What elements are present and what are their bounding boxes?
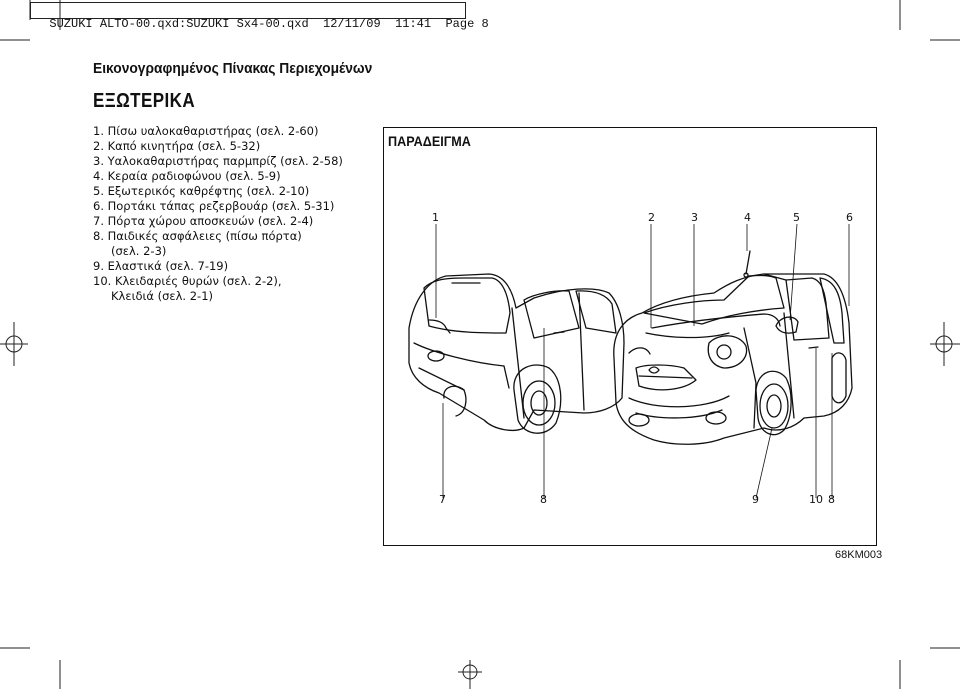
list-item: 8. Παιδικές ασφάλειες (πίσω πόρτα): [93, 229, 302, 243]
list-item: 5. Εξωτερικός καθρέφτης (σελ. 2-10): [93, 184, 310, 198]
list-item-continuation: Κλειδιά (σελ. 2-1): [111, 289, 213, 303]
page-heading: ΕΞΩΤΕΡΙΚΑ: [93, 90, 196, 112]
callout-label: 6: [846, 211, 853, 224]
callout-label: 8: [828, 493, 835, 506]
section-title: Εικονογραφημένος Πίνακας Περιεχομένων: [93, 60, 373, 77]
callout-label: 3: [691, 211, 698, 224]
illustration-panel: ΠΑΡΑΔΕΙΓΜΑ: [383, 127, 877, 546]
callout-label: 8: [540, 493, 547, 506]
callout-label: 9: [752, 493, 759, 506]
exterior-items-list: 1. Πίσω υαλοκαθαριστήρας (σελ. 2-60) 2. …: [93, 124, 343, 304]
callout-label: 1: [432, 211, 439, 224]
callout-label: 5: [793, 211, 800, 224]
list-item: 3. Υαλοκαθαριστήρας παρμπρίζ (σελ. 2-58): [93, 154, 343, 168]
list-item-continuation: (σελ. 2-3): [111, 244, 167, 258]
illustration-title: ΠΑΡΑΔΕΙΓΜΑ: [388, 133, 471, 149]
car-illustration: [408, 223, 853, 499]
list-item: 9. Ελαστικά (σελ. 7-19): [93, 259, 229, 273]
registration-mark-right: [930, 322, 960, 366]
list-item: 4. Κεραία ραδιοφώνου (σελ. 5-9): [93, 169, 281, 183]
registration-mark-left: [0, 322, 28, 366]
list-item: 1. Πίσω υαλοκαθαριστήρας (σελ. 2-60): [93, 124, 319, 138]
list-item: 2. Καπό κινητήρα (σελ. 5-32): [93, 139, 261, 153]
list-item: 10. Κλειδαριές θυρών (σελ. 2-2),: [93, 274, 282, 288]
list-item: 6. Πορτάκι τάπας ρεζερβουάρ (σελ. 5-31): [93, 199, 335, 213]
illustration-code: 68KM003: [835, 549, 883, 561]
callout-label: 10: [809, 493, 823, 506]
file-header: SUZUKI ALTO-00.qxd:SUZUKI Sx4-00.qxd 12/…: [30, 2, 489, 31]
callout-label: 4: [744, 211, 751, 224]
list-item: 7. Πόρτα χώρου αποσκευών (σελ. 2-4): [93, 214, 314, 228]
callout-label: 2: [648, 211, 655, 224]
file-header-text: SUZUKI ALTO-00.qxd:SUZUKI Sx4-00.qxd 12/…: [49, 17, 489, 31]
callout-label: 7: [439, 493, 446, 506]
